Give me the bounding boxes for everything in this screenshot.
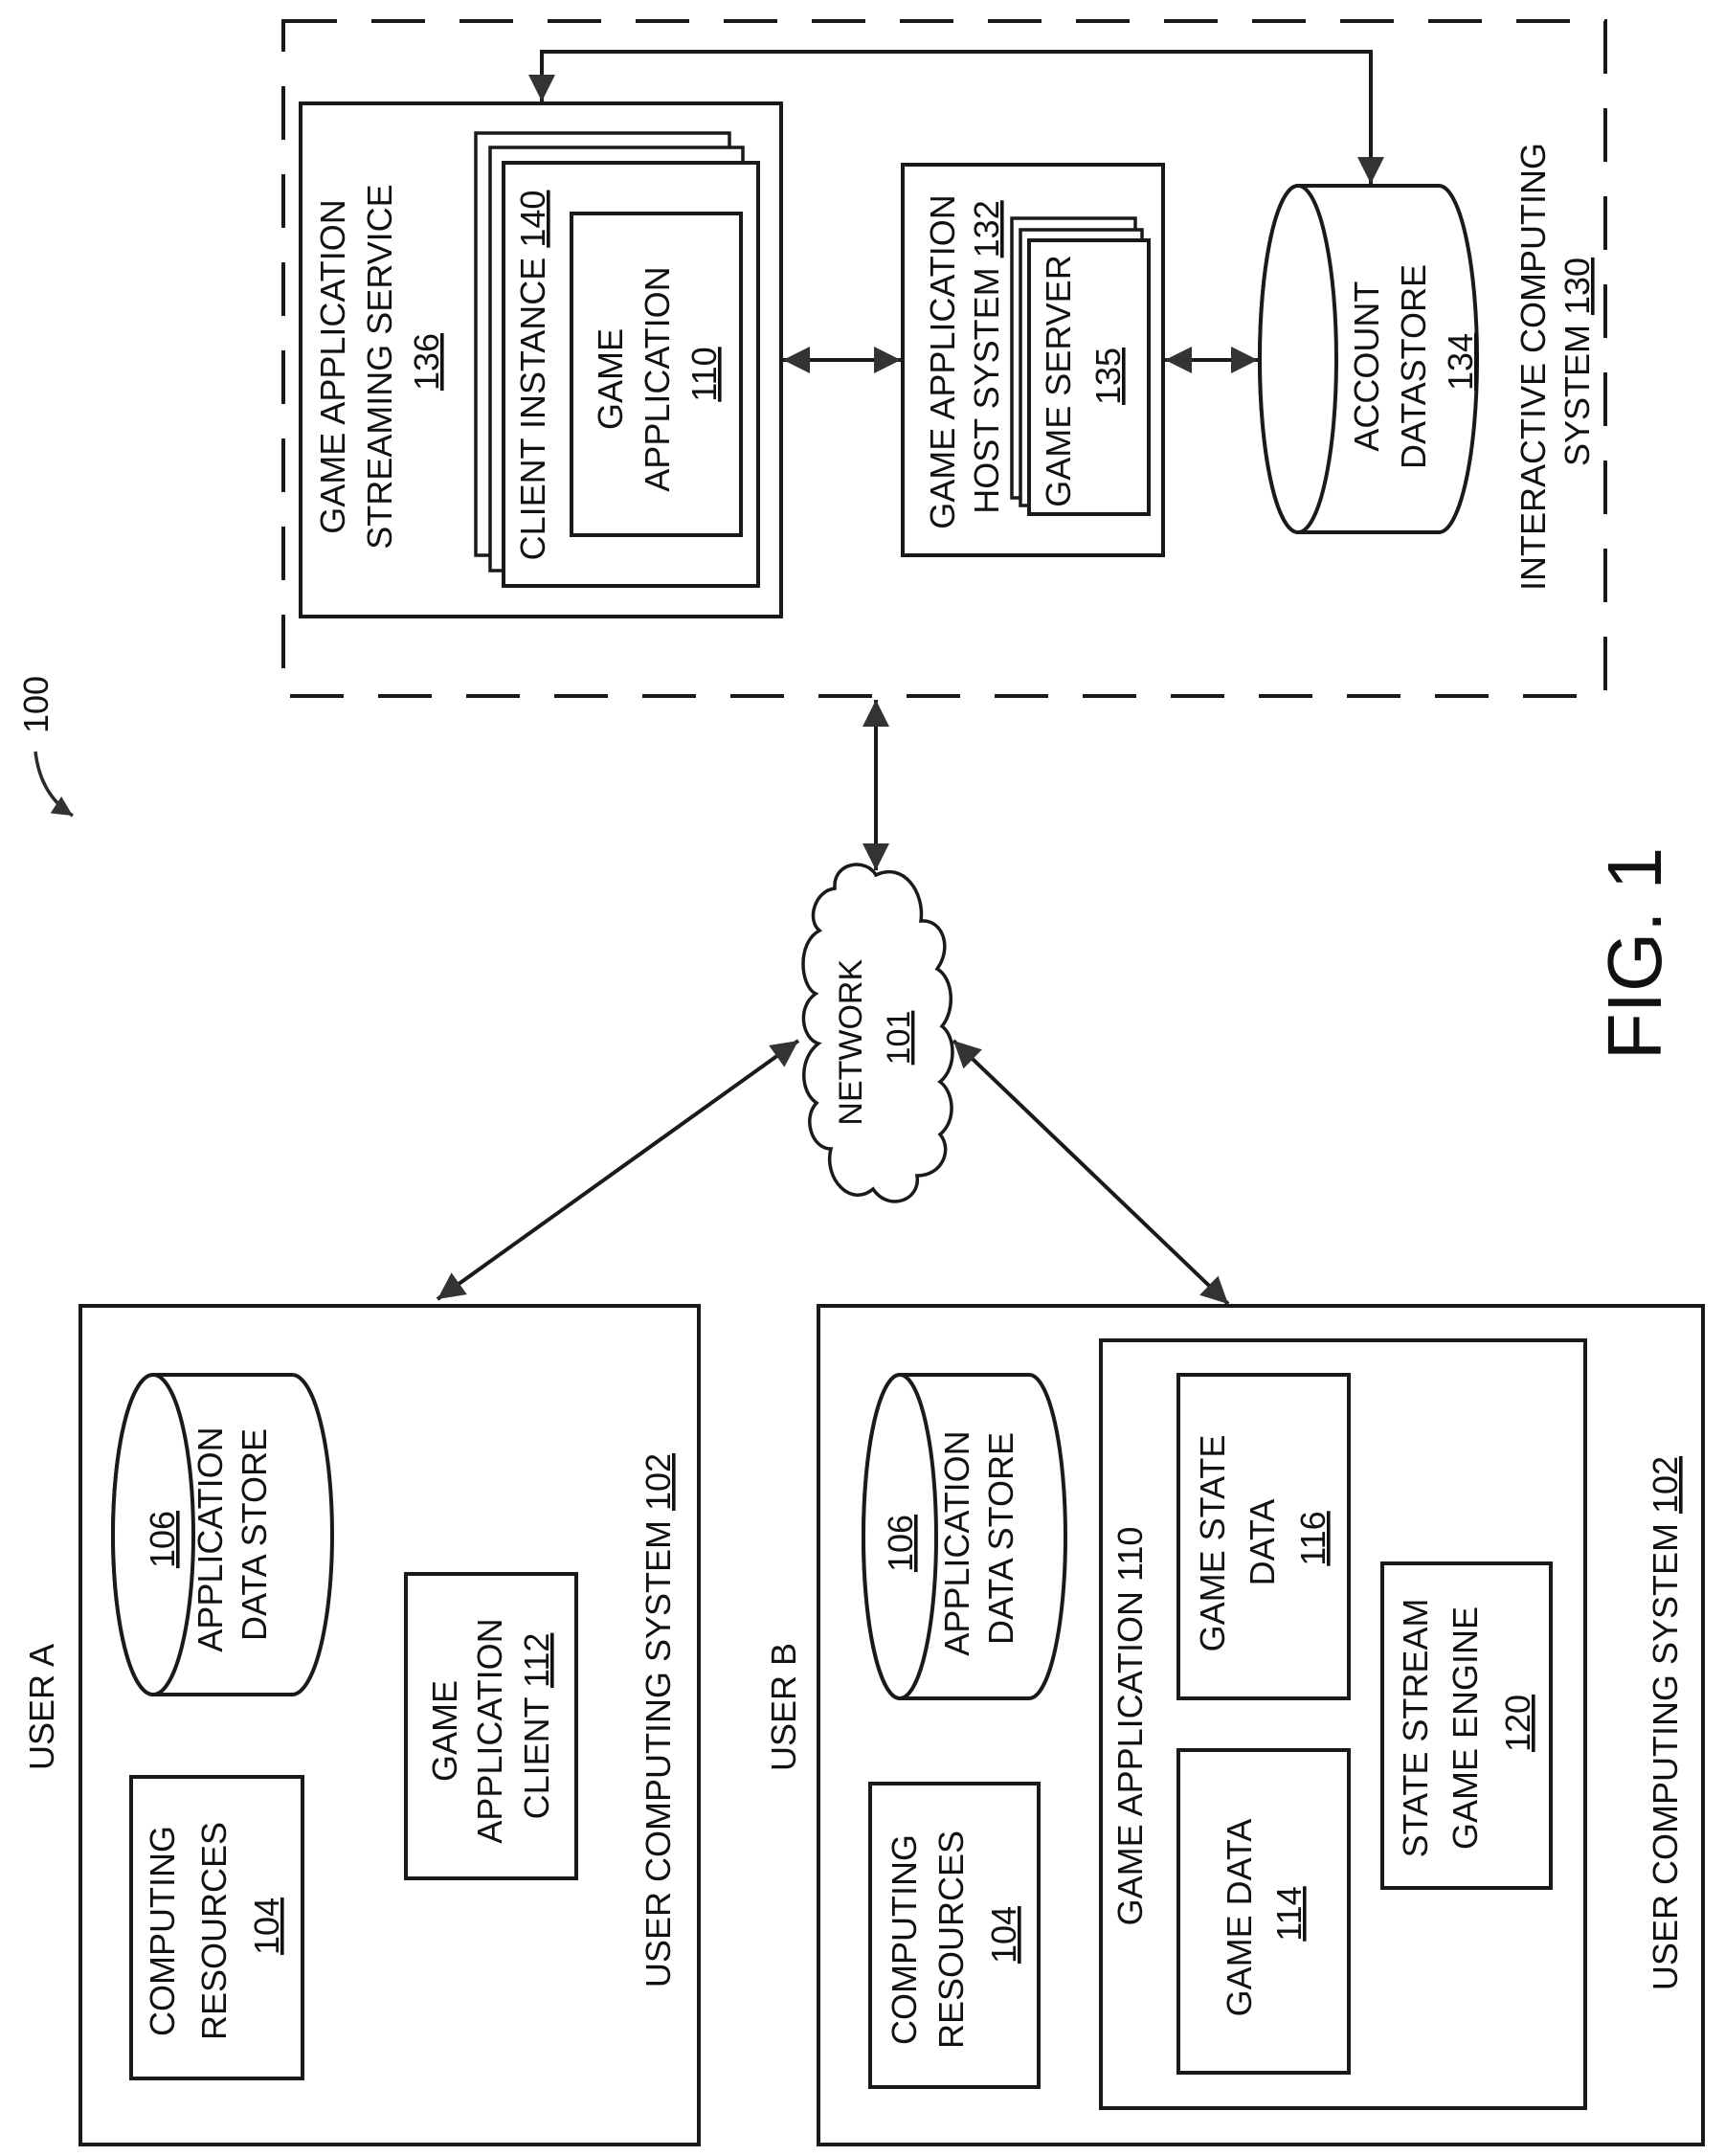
user-b-computing-system: 106 APPLICATION DATA STORE COMPUTING RES… — [817, 1304, 1705, 2146]
account-datastore-cylinder: ACCOUNT DATASTORE 134 — [1258, 184, 1480, 534]
user-b-data-store-line1: APPLICATION — [937, 1430, 976, 1655]
game-state-data-line1: GAME STATE — [1193, 1435, 1232, 1652]
user-a-computing-system: 106 APPLICATION DATA STORE COMPUTING RES… — [78, 1304, 701, 2146]
streaming-service-title-line2: STREAMING SERVICE — [360, 184, 399, 549]
figure-caption: FIG. 1 — [1592, 847, 1677, 1060]
svg-text:INTERACTIVE COMPUTING SYST: INTERACTIVE COMPUTING SYSTEM 130 — [1513, 133, 1597, 591]
user-b-computing-resources: COMPUTING RESOURCES 104 — [868, 1782, 1041, 2089]
host-system-line2: HOST SYSTEM — [967, 258, 1006, 513]
host-system-ref: 132 — [967, 200, 1006, 258]
svg-text:106 APPLICATION: 106 APPLICATION DATA STORE — [143, 1417, 274, 1651]
network-user-a-arrow — [436, 1039, 800, 1301]
user-a-data-store-line2: DATA STORE — [235, 1428, 274, 1641]
streaming-to-datastore-connector — [528, 50, 1384, 184]
svg-text:GAME SERVER 135: GAME SERVER 135 — [1039, 245, 1128, 506]
user-b-data-store-ref: 106 — [881, 1515, 920, 1572]
state-stream-engine-ref: 120 — [1498, 1695, 1537, 1752]
user-a-application-data-store: 106 APPLICATION DATA STORE — [111, 1373, 334, 1696]
network-label: NETWORK — [833, 959, 869, 1126]
account-datastore-end — [1258, 184, 1338, 534]
game-server-label: GAME SERVER — [1039, 255, 1078, 506]
state-stream-engine-line1: STATE STREAM — [1396, 1599, 1435, 1858]
game-state-data-line2: DATA — [1243, 1499, 1282, 1586]
svg-text:GAME STATE DATA: GAME STATE DATA 116 — [1193, 1426, 1333, 1652]
svg-text:106 APPLICATION: 106 APPLICATION DATA STORE — [881, 1421, 1020, 1655]
user-a-computing-resources-line2: RESOURCES — [194, 1822, 234, 2040]
streaming-service-ref: 136 — [407, 333, 446, 391]
svg-text:USER COMPUTING SYSTEM 102: USER COMPUTING SYSTEM 102 — [638, 1453, 678, 1988]
interactive-computing-system-ref: 130 — [1557, 258, 1597, 315]
account-datastore-ref: 134 — [1441, 333, 1480, 391]
network-ref: 101 — [881, 1011, 917, 1066]
user-a-data-store-ref: 106 — [143, 1511, 182, 1568]
svg-text:CLIENT INSTANCE 140: CLIENT INSTANCE 140 — [513, 191, 552, 561]
state-stream-game-engine-box: STATE STREAM GAME ENGINE 120 — [1380, 1561, 1553, 1890]
svg-text:USER COMPUTING SYSTEM 102: USER COMPUTING SYSTEM 102 — [1646, 1456, 1685, 1990]
game-server-ref: 135 — [1088, 348, 1128, 405]
game-client-line1: GAME — [425, 1680, 464, 1782]
host-system-box: GAME APPLICATION HOST SYSTEM 132 GAME SE… — [901, 163, 1165, 557]
interactive-computing-system-line1: INTERACTIVE COMPUTING — [1513, 143, 1553, 591]
client-instance-ref: 140 — [513, 191, 552, 248]
client-game-application-line2: APPLICATION — [638, 266, 677, 491]
figure-reference-arrow — [34, 751, 74, 818]
network-cloud — [801, 863, 954, 1203]
svg-text:ACCOUNT DATASTORE: ACCOUNT DATASTORE 134 — [1347, 255, 1480, 469]
svg-text:GAME APPLICATION STREAMI: GAME APPLICATION STREAMING SERVICE 136 — [313, 174, 446, 549]
client-instance-stack: CLIENT INSTANCE 140 GAME APPLICATION 110 — [474, 131, 760, 588]
streaming-service-title-line1: GAME APPLICATION — [313, 199, 352, 533]
game-client-ref: 112 — [517, 1633, 556, 1688]
client-game-application-line1: GAME — [591, 328, 630, 430]
svg-text:NETWORK 101: NETWORK 101 — [833, 950, 917, 1125]
game-server-front — [1027, 238, 1151, 516]
game-state-data-box: GAME STATE DATA 116 — [1176, 1373, 1351, 1700]
user-b-system-label: USER COMPUTING SYSTEM — [1646, 1514, 1685, 1990]
game-client-line2: APPLICATION — [470, 1618, 509, 1843]
user-b-computing-resources-line1: COMPUTING — [885, 1834, 924, 2045]
user-a-system-ref: 102 — [638, 1453, 678, 1511]
client-instance-label: CLIENT INSTANCE — [513, 248, 552, 561]
user-a-computing-resources-ref: 104 — [247, 1898, 286, 1955]
user-b-game-application-label: GAME APPLICATION 110 — [1110, 1527, 1150, 1926]
user-b-data-store-line2: DATA STORE — [981, 1432, 1020, 1645]
user-b-system-ref: 102 — [1646, 1456, 1685, 1514]
game-state-data-ref: 116 — [1293, 1511, 1333, 1565]
client-game-application-ref: 110 — [684, 347, 724, 401]
client-game-application-box — [570, 212, 743, 537]
user-b-game-application: GAME APPLICATION 110 GAME STATE DATA 116… — [1099, 1338, 1587, 2110]
user-b-label: USER B — [764, 1643, 803, 1771]
state-stream-engine-line2: GAME ENGINE — [1445, 1606, 1485, 1850]
user-a-label: USER A — [22, 1644, 61, 1770]
user-b-computing-resources-ref: 104 — [984, 1906, 1023, 1964]
svg-text:COMPUTING RESOURCES: COMPUTING RESOURCES 104 — [885, 1821, 1023, 2049]
network-user-b-arrow — [952, 1039, 1230, 1306]
user-a-data-store-line1: APPLICATION — [190, 1426, 230, 1651]
interactive-computing-system-line2: SYSTEM — [1557, 315, 1597, 466]
figure-reference-label: 100 — [16, 676, 56, 733]
svg-text:GAME APPLICATION HOST SY: GAME APPLICATION HOST SYSTEM 132 — [923, 185, 1006, 528]
interactive-computing-system-boundary — [281, 19, 1607, 698]
game-data-ref: 114 — [1269, 1886, 1309, 1941]
account-datastore-line2: DATASTORE — [1394, 264, 1433, 469]
user-a-game-application-client: GAME APPLICATION CLIENT 112 — [404, 1572, 578, 1880]
game-client-line3: CLIENT — [517, 1688, 556, 1819]
svg-text:GAME APPLICATION: GAME APPLICATION CLIENT 112 — [425, 1608, 556, 1843]
user-a-system-label: USER COMPUTING SYSTEM — [638, 1511, 678, 1988]
svg-text:GAME DATA 114: GAME DATA 114 — [1220, 1811, 1309, 2017]
svg-text:COMPUTING RESOURCES: COMPUTING RESOURCES 104 — [143, 1812, 286, 2040]
svg-text:STATE STREAM GAME EN: STATE STREAM GAME ENGINE 120 — [1396, 1589, 1537, 1858]
game-data-box: GAME DATA 114 — [1176, 1748, 1351, 2075]
user-b-computing-resources-line2: RESOURCES — [931, 1830, 971, 2049]
svg-text:GAME APPLICATION 1: GAME APPLICATION 110 — [591, 257, 724, 491]
account-datastore-line1: ACCOUNT — [1347, 281, 1386, 452]
host-system-line1: GAME APPLICATION — [923, 194, 962, 528]
game-data-label: GAME DATA — [1220, 1819, 1259, 2017]
user-a-computing-resources-line1: COMPUTING — [143, 1826, 182, 2036]
user-a-computing-resources: COMPUTING RESOURCES 104 — [129, 1775, 304, 2080]
user-b-application-data-store: 106 APPLICATION DATA STORE — [862, 1373, 1067, 1700]
